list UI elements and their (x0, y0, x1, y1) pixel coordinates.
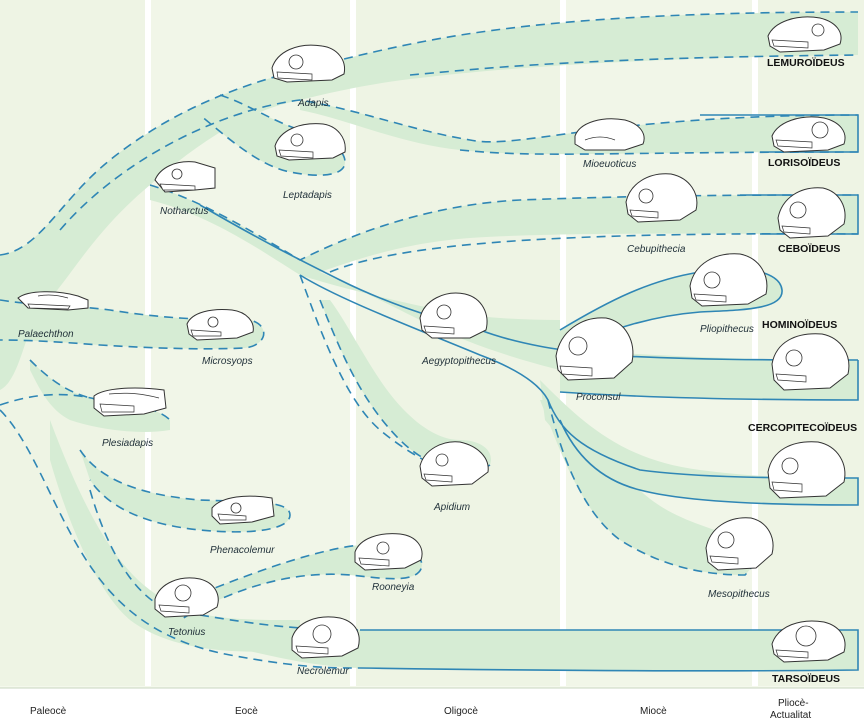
phenacolemur-skull-icon (211, 495, 275, 525)
group-tarsoideus: TARSOÏDEUS (772, 672, 840, 685)
pliopithecus-skull-icon (689, 253, 768, 307)
era-pliocene-line2: Actualitat (770, 710, 811, 721)
label-tetonius: Tetonius (168, 627, 205, 638)
cebupithecia-skull-icon (625, 173, 698, 223)
era-paleocene: Paleocè (30, 706, 67, 717)
label-mesopithecus: Mesopithecus (708, 589, 770, 600)
era-axis: Paleocè Eocè Oligocè Miocè Pliocè- Actua… (0, 687, 864, 723)
species-labels: Palaechthon Notharctus Adapis Leptadapis… (18, 98, 770, 677)
label-proconsul: Proconsul (576, 392, 621, 403)
leptadapis-skull-icon (274, 123, 346, 161)
label-leptadapis: Leptadapis (283, 190, 332, 201)
label-apidium: Apidium (433, 502, 470, 513)
label-necrolemur: Necrolemur (297, 666, 349, 677)
label-plesiadapis: Plesiadapis (102, 438, 153, 449)
necrolemur-skull-icon (291, 616, 360, 659)
mesopithecus-skull-icon (705, 517, 774, 571)
era-pliocene-line1: Pliocè- (778, 698, 809, 709)
palaechthon-skull-icon (17, 291, 89, 311)
skulls (17, 16, 850, 663)
label-adapis: Adapis (297, 98, 329, 109)
label-mioeuoticus: Mioeuoticus (583, 159, 636, 170)
proconsul-skull-icon (555, 317, 634, 381)
label-notharctus: Notharctus (160, 206, 208, 217)
era-miocene: Miocè (640, 706, 667, 717)
lemur-skull-icon (767, 16, 842, 53)
microsyops-skull-icon (186, 309, 254, 341)
group-hominoideus: HOMINOÏDEUS (762, 318, 837, 331)
group-ceboideus: CEBOÏDEUS (778, 242, 840, 255)
plesiadapis-skull-icon (93, 387, 167, 417)
era-eocene: Eocè (235, 706, 258, 717)
group-lemuroideus: LEMUROÏDEUS (767, 56, 845, 69)
mioeuoticus-skull-icon (574, 118, 645, 151)
label-microsyops: Microsyops (202, 356, 253, 367)
group-cercopitecoideus: CERCOPITECOÏDEUS (748, 421, 857, 434)
group-labels: LEMUROÏDEUS LORISOÏDEUS CEBOÏDEUS HOMINO… (748, 56, 857, 685)
label-pliopithecus: Pliopithecus (700, 324, 754, 335)
cebid-skull-icon (777, 187, 846, 239)
label-phenacolemur: Phenacolemur (210, 545, 275, 556)
group-lorisoideus: LORISOÏDEUS (768, 156, 840, 169)
tetonius-skull-icon (154, 577, 219, 618)
label-cebupithecia: Cebupithecia (627, 244, 686, 255)
label-aegyptopithecus: Aegyptopithecus (421, 356, 496, 367)
aegyptopithecus-skull-icon (419, 292, 488, 339)
apidium-skull-icon (419, 441, 489, 487)
hominoid-skull-icon (771, 333, 850, 391)
adapis-skull-icon (271, 44, 346, 83)
loris-skull-icon (771, 116, 846, 153)
tarsier-skull-icon (771, 620, 846, 663)
label-rooneyia: Rooneyia (372, 582, 415, 593)
era-oligocene: Oligocè (444, 706, 478, 717)
rooneyia-skull-icon (354, 533, 423, 571)
notharctus-skull-icon (154, 161, 216, 193)
cercopithecoid-skull-icon (767, 441, 846, 499)
label-palaechthon: Palaechthon (18, 329, 74, 340)
